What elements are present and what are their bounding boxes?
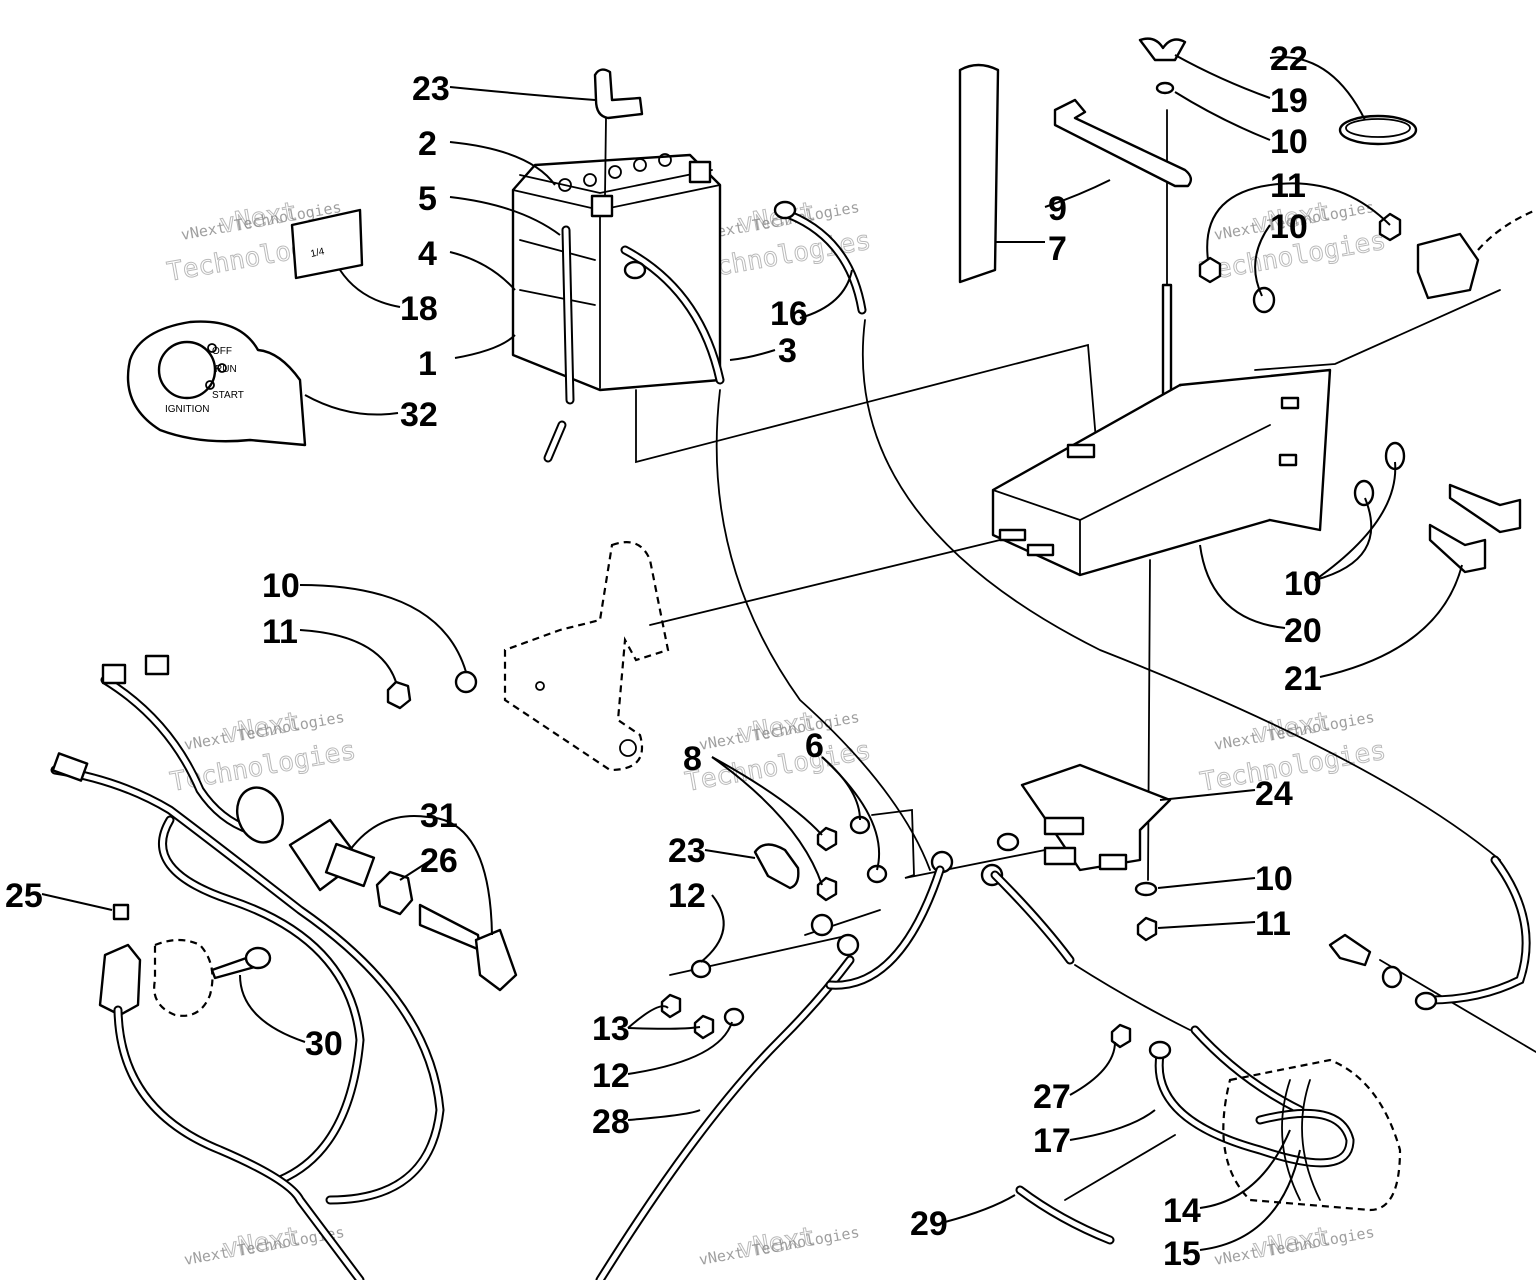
ignition-plate: OFF RUN START IGNITION [126, 320, 307, 447]
callout-9: 9 [1048, 190, 1067, 228]
plate-start: START [212, 390, 244, 401]
callout-31: 31 [420, 797, 458, 835]
battery [511, 153, 722, 392]
callout-15: 15 [1163, 1235, 1201, 1273]
callout-5: 5 [418, 180, 437, 218]
callout-1: 1 [418, 345, 437, 383]
callout-27: 27 [1033, 1078, 1071, 1116]
callout-18: 18 [400, 290, 438, 328]
callout-10: 10 [262, 567, 300, 605]
callout-21: 21 [1284, 660, 1322, 698]
callout-11: 11 [1270, 167, 1306, 205]
decal: 1/4 [290, 208, 364, 280]
callout-16: 16 [770, 295, 808, 333]
plate-off: OFF [212, 346, 232, 357]
callout-14: 14 [1163, 1192, 1201, 1230]
callout-22: 22 [1270, 40, 1308, 78]
plate-ignition: IGNITION [165, 404, 209, 415]
starter-motor [1222, 1058, 1402, 1212]
callout-8: 8 [683, 740, 702, 778]
callout-12: 12 [668, 877, 706, 915]
callout-6: 6 [805, 727, 824, 765]
callout-29: 29 [910, 1205, 948, 1243]
starter-solenoid [1020, 763, 1172, 872]
callout-25: 25 [5, 877, 43, 915]
callouts: 23 2 5 4 18 1 32 16 3 7 9 22 19 10 11 10… [5, 40, 1322, 1273]
callout-28: 28 [592, 1103, 630, 1141]
fuse [112, 903, 130, 921]
callout-20: 20 [1284, 612, 1322, 650]
callout-11: 11 [262, 613, 298, 651]
callout-12: 12 [592, 1057, 630, 1095]
callout-30: 30 [305, 1025, 343, 1063]
callout-2: 2 [418, 125, 437, 163]
battery-tray [991, 368, 1332, 577]
mount-bracket [503, 541, 670, 772]
plate-run: RUN [215, 364, 237, 375]
callout-17: 17 [1033, 1122, 1071, 1160]
wing-nut [1138, 37, 1187, 62]
callout-10: 10 [1270, 208, 1308, 246]
callout-13: 13 [592, 1010, 630, 1048]
callout-10: 10 [1255, 860, 1293, 898]
ignition-switch [288, 818, 518, 992]
fuse-holder [98, 938, 272, 1017]
callout-11: 11 [1255, 905, 1291, 943]
callout-10: 10 [1270, 123, 1308, 161]
strap [958, 63, 1000, 284]
terminal-cap-top [593, 68, 644, 196]
svg-text:1/4: 1/4 [310, 246, 326, 260]
callout-3: 3 [778, 332, 797, 370]
callout-23: 23 [412, 70, 450, 108]
callout-19: 19 [1270, 82, 1308, 120]
callout-10: 10 [1284, 565, 1322, 603]
callout-26: 26 [420, 842, 458, 880]
callout-7: 7 [1048, 230, 1067, 268]
bracket [1053, 98, 1193, 188]
callout-23: 23 [668, 832, 706, 870]
bolt [1428, 483, 1522, 574]
leader-lines [41, 54, 1463, 1251]
callout-4: 4 [418, 235, 437, 273]
callout-32: 32 [400, 396, 438, 434]
callout-24: 24 [1255, 775, 1293, 813]
hose-clamp [1338, 114, 1418, 146]
